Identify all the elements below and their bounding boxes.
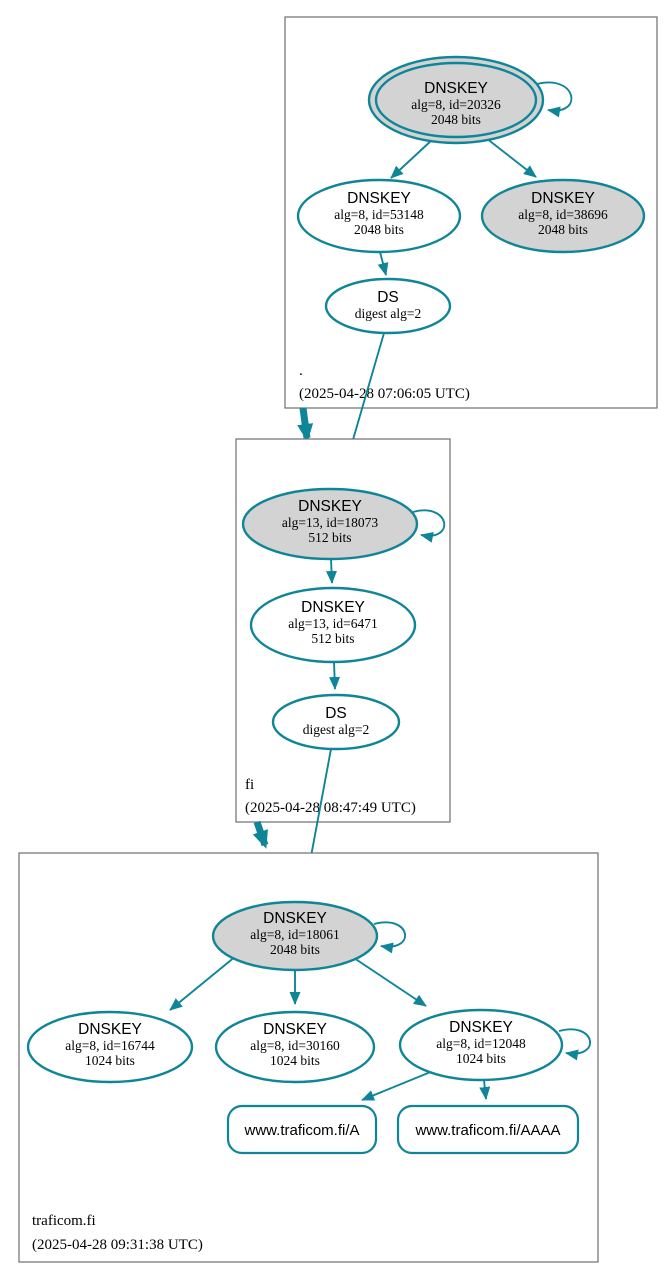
dnskey-18061-bits: 2048 bits: [270, 942, 320, 957]
dnskey-node-53148: DNSKEY alg=8, id=53148 2048 bits: [296, 178, 462, 254]
dnskey-38696-ellipse: [480, 178, 646, 254]
dnskey-20326-detail: alg=8, id=20326: [411, 97, 501, 112]
rrset-a-box: [226, 1104, 378, 1155]
rrset-node-www-a: www.traficom.fi/A: [226, 1104, 378, 1155]
dnskey-16744-detail: alg=8, id=16744: [65, 1038, 155, 1053]
dnskey-20326-title: DNSKEY: [424, 80, 488, 97]
delegation-arrow-root-to-fi: [297, 407, 314, 442]
dnskey-53148-detail: alg=8, id=53148: [334, 207, 424, 222]
edge-selfsign-18073: [412, 509, 446, 543]
dnskey-38696-detail: alg=8, id=38696: [518, 207, 608, 222]
dnskey-18073-detail: alg=13, id=18073: [282, 515, 378, 530]
dnskey-node-16744: DNSKEY alg=8, id=16744 1024 bits: [26, 1010, 194, 1084]
zone-root-label: .: [299, 363, 303, 379]
dnskey-node-38696: DNSKEY alg=8, id=38696 2048 bits: [480, 178, 646, 254]
edge-selfsign-12048: [558, 1028, 592, 1061]
dnskey-38696-title: DNSKEY: [531, 190, 595, 207]
dnskey-53148-ellipse: [296, 178, 462, 254]
edge-12048-to-rrset-aaaa: [479, 1079, 491, 1100]
edge-18061-to-16744: [169, 955, 237, 1011]
dnskey-node-20326: DNSKEY alg=8, id=20326 2048 bits: [367, 55, 545, 145]
ds-fi-title: DS: [325, 705, 347, 722]
dnskey-6471-detail: alg=13, id=6471: [288, 616, 377, 631]
edge-6471-to-ds: [329, 661, 341, 690]
dnskey-38696-bits: 2048 bits: [538, 222, 588, 237]
ds-root-ellipse: [324, 277, 452, 335]
ds-fi-ellipse: [271, 693, 401, 751]
dnskey-20326-inner-ring: [374, 61, 538, 139]
zone-traficom-label: traficom.fi: [32, 1213, 96, 1229]
edge-selfsign-20326: [536, 81, 573, 118]
dnskey-16744-title: DNSKEY: [78, 1021, 142, 1038]
dnskey-18061-ellipse: [211, 900, 379, 972]
dnskey-node-18073: DNSKEY alg=13, id=18073 512 bits: [241, 487, 419, 561]
edge-53148-to-ds: [377, 251, 389, 276]
dnskey-30160-ellipse: [214, 1010, 376, 1084]
dnskey-6471-title: DNSKEY: [301, 599, 365, 616]
ds-fi-detail: digest alg=2: [303, 722, 369, 737]
dnskey-18073-title: DNSKEY: [298, 498, 362, 515]
dnskey-16744-ellipse: [26, 1010, 194, 1084]
dnskey-30160-title: DNSKEY: [263, 1021, 327, 1038]
dnskey-node-30160: DNSKEY alg=8, id=30160 1024 bits: [214, 1010, 376, 1084]
dnskey-6471-bits: 512 bits: [311, 631, 354, 646]
delegation-arrow-fi-to-traficom: [252, 820, 269, 849]
edge-12048-to-rrset-a: [361, 1070, 434, 1101]
dnskey-30160-bits: 1024 bits: [270, 1053, 320, 1068]
dnskey-18073-bits: 512 bits: [308, 530, 351, 545]
ds-root-title: DS: [377, 289, 399, 306]
dnskey-53148-bits: 2048 bits: [354, 222, 404, 237]
dnskey-node-18061: DNSKEY alg=8, id=18061 2048 bits: [211, 900, 379, 972]
edge-selfsign-18061: [373, 921, 407, 954]
dnskey-12048-ellipse: [398, 1008, 564, 1082]
dnskey-18073-ellipse: [241, 487, 419, 561]
zone-traficom-timestamp: (2025-04-28 09:31:38 UTC): [32, 1237, 203, 1253]
ds-node-root: DS digest alg=2: [324, 277, 452, 335]
dnskey-30160-detail: alg=8, id=30160: [250, 1038, 340, 1053]
dnskey-12048-bits: 1024 bits: [456, 1051, 506, 1066]
dnskey-12048-detail: alg=8, id=12048: [436, 1036, 526, 1051]
ds-node-fi: DS digest alg=2: [271, 693, 401, 751]
dnskey-16744-bits: 1024 bits: [85, 1053, 135, 1068]
edge-18061-to-12048: [350, 955, 427, 1007]
dnskey-18061-detail: alg=8, id=18061: [250, 927, 339, 942]
dnskey-53148-title: DNSKEY: [347, 190, 411, 207]
edge-20326-to-53148: [390, 138, 434, 179]
edge-18073-to-6471: [326, 558, 337, 584]
rrset-aaaa-label: www.traficom.fi/AAAA: [414, 1122, 560, 1139]
zone-fi-label: fi: [245, 777, 254, 793]
edge-20326-to-38696: [485, 137, 537, 178]
dnskey-12048-title: DNSKEY: [449, 1019, 513, 1036]
zone-fi-timestamp: (2025-04-28 08:47:49 UTC): [245, 800, 416, 816]
zone-root: DNSKEY alg=8, id=20326 2048 bits DNSKEY …: [284, 16, 658, 409]
zone-traficom: DNSKEY alg=8, id=18061 2048 bits DNSKEY …: [18, 852, 599, 1263]
zone-root-timestamp: (2025-04-28 07:06:05 UTC): [299, 386, 470, 402]
dnskey-18061-title: DNSKEY: [263, 910, 327, 927]
rrset-a-label: www.traficom.fi/A: [243, 1122, 359, 1139]
dnskey-6471-ellipse: [249, 586, 417, 664]
dnskey-node-12048: DNSKEY alg=8, id=12048 1024 bits: [398, 1008, 564, 1082]
rrset-aaaa-box: [396, 1104, 580, 1155]
ds-root-detail: digest alg=2: [355, 306, 421, 321]
zone-fi: DNSKEY alg=13, id=18073 512 bits DNSKEY …: [235, 438, 451, 823]
rrset-node-www-aaaa: www.traficom.fi/AAAA: [396, 1104, 580, 1155]
dnskey-20326-bits: 2048 bits: [431, 112, 481, 127]
dnskey-node-6471: DNSKEY alg=13, id=6471 512 bits: [249, 586, 417, 664]
